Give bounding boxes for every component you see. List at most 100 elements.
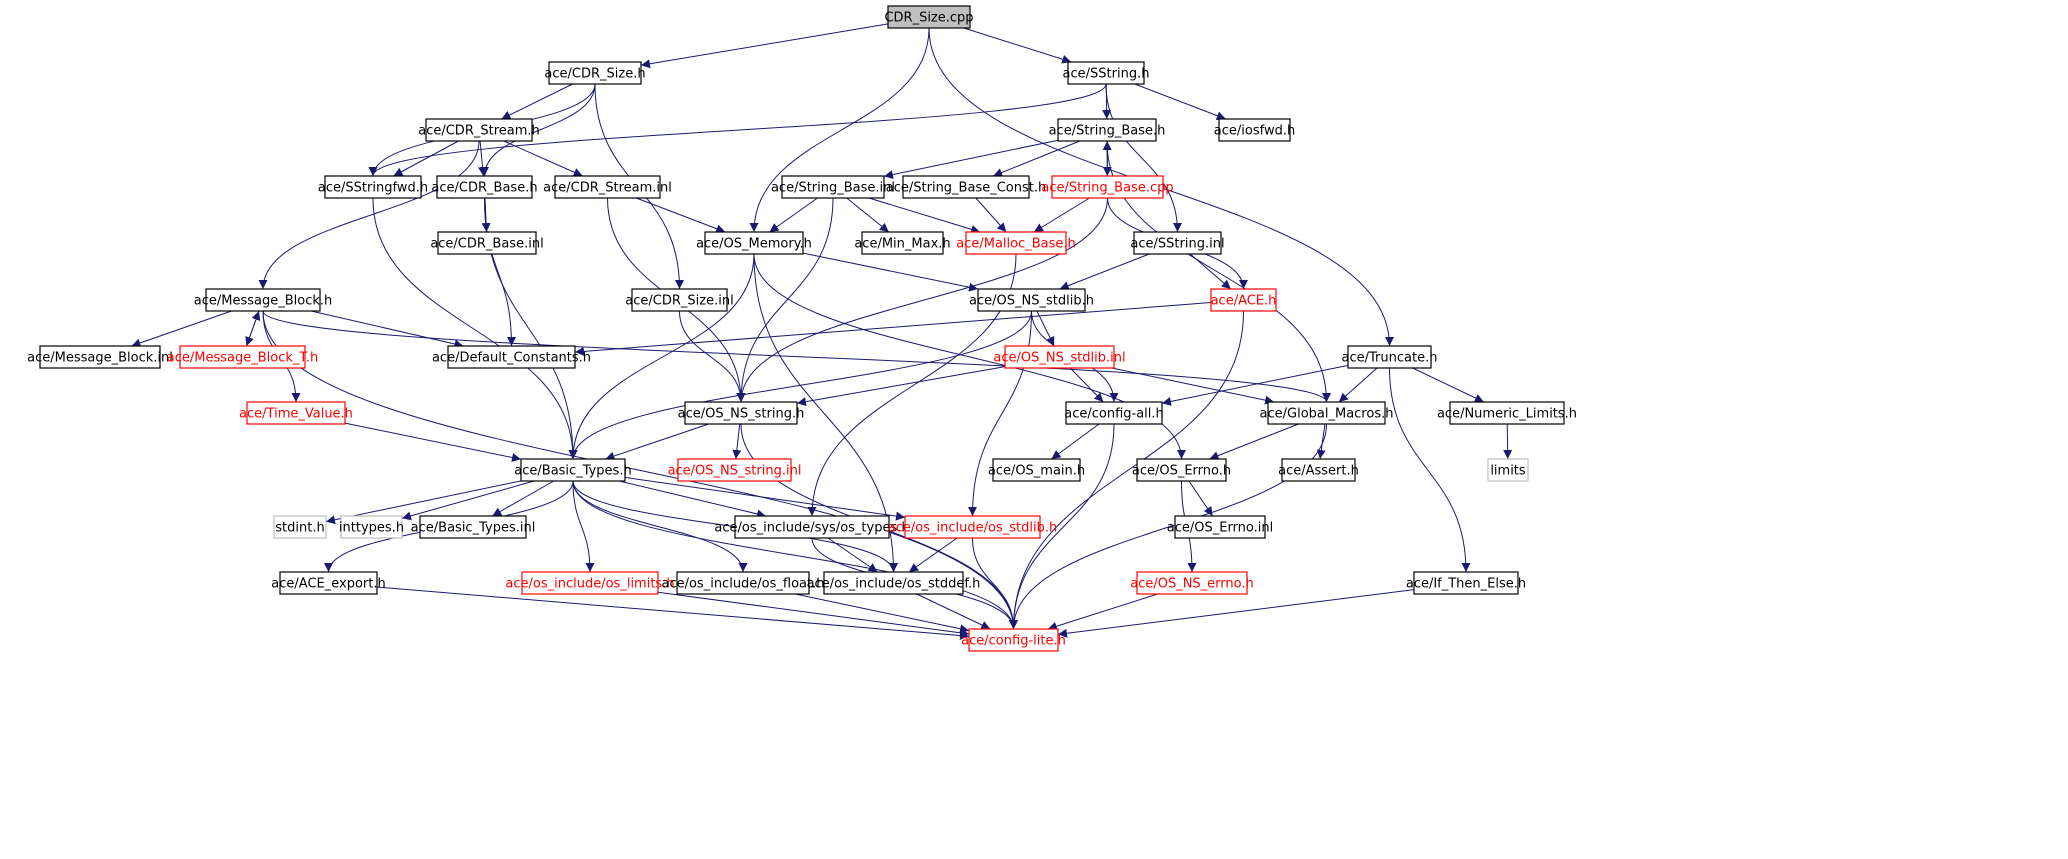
node-label: ace/OS_NS_stdlib.h (969, 294, 1094, 309)
node-box (631, 288, 728, 312)
edge-basic_types_h-to-basic_types_inl (492, 480, 554, 517)
node-os-ns-errno-h[interactable]: ace/OS_NS_errno.h (1130, 571, 1254, 595)
node-malloc-base-h[interactable]: ace/Malloc_Base.h (956, 231, 1076, 255)
node-string-base-const-h[interactable]: ace/String_Base_Const.h (886, 175, 1046, 199)
node-ace-export-h[interactable]: ace/ACE_export.h (271, 571, 386, 595)
node-os-stdlib-h[interactable]: ace/os_include/os_stdlib.h (888, 515, 1057, 539)
edge-sstring_inl-to-os_ns_stdlib_h (1059, 253, 1150, 290)
node-os-stddef-h[interactable]: ace/os_include/os_stddef.h (807, 571, 981, 595)
node-string-base-inl[interactable]: ace/String_Base.inl (771, 175, 895, 199)
node-truncate-h[interactable]: ace/Truncate.h (1342, 345, 1438, 369)
node-os-ns-string-h[interactable]: ace/OS_NS_string.h (678, 401, 805, 425)
node-label: ace/OS_Errno.inl (1167, 521, 1273, 536)
node-time-value-h[interactable]: ace/Time_Value.h (239, 401, 353, 425)
node-label: ace/os_include/os_stdlib.h (888, 521, 1057, 536)
node-numeric-limits-h[interactable]: ace/Numeric_Limits.h (1437, 401, 1577, 425)
node-os-limits-h[interactable]: ace/os_include/os_limits.h (505, 571, 675, 595)
node-box (205, 288, 321, 312)
node-label: ace/Basic_Types.inl (411, 521, 536, 536)
node-label: ace/Time_Value.h (239, 407, 353, 422)
node-min-max-h[interactable]: ace/Min_Max.h (854, 231, 951, 255)
edge-os_ns_stdlib_h-to-basic_types_h (568, 310, 1032, 460)
node-box (1065, 401, 1163, 425)
node-sys-os-types-h[interactable]: ace/os_include/sys/os_types.h (714, 515, 910, 539)
node-cdr-size-inl[interactable]: ace/CDR_Size.inl (625, 288, 734, 312)
node-box (1174, 515, 1266, 539)
node-sstring-inl[interactable]: ace/SString.inl (1130, 231, 1225, 255)
node-cdr-size-cpp[interactable]: CDR_Size.cpp (884, 5, 974, 29)
node-box (436, 175, 533, 199)
node-os-ns-string-inl[interactable]: ace/OS_NS_string.inl (668, 458, 802, 482)
edge-string_base_inl-to-os_ns_string_h (736, 197, 834, 403)
node-box (520, 458, 626, 482)
node-ace-h[interactable]: ace/ACE.h (1210, 288, 1277, 312)
edge-truncate_h-to-global_macros_h (1338, 367, 1378, 403)
node-config-all-h[interactable]: ace/config-all.h (1064, 401, 1164, 425)
node-label: ace/OS_Errno.h (1132, 464, 1231, 479)
node-global-macros-h[interactable]: ace/Global_Macros.h (1260, 401, 1394, 425)
node-box (1133, 231, 1222, 255)
node-default-constants-h[interactable]: ace/Default_Constants.h (432, 345, 591, 369)
node-string-base-h[interactable]: ace/String_Base.h (1049, 118, 1166, 142)
node-os-ns-stdlib-h[interactable]: ace/OS_NS_stdlib.h (969, 288, 1094, 312)
node-label: ace/Basic_Types.h (514, 464, 631, 479)
node-os-float-h[interactable]: ace/os_include/os_float.h (661, 571, 825, 595)
node-box (1051, 175, 1164, 199)
edge-string_base_cpp-to-malloc_base_h (1033, 197, 1090, 233)
node-cdr-base-h[interactable]: ace/CDR_Base.h (431, 175, 538, 199)
node-assert-h[interactable]: ace/Assert.h (1278, 458, 1359, 482)
node-sstringfwd-h[interactable]: ace/SStringfwd.h (318, 175, 428, 199)
node-box (554, 175, 661, 199)
node-message-block-t-h[interactable]: ace/Message_Block_T.h (167, 345, 318, 369)
edge-basic_types_h-to-stdint_h (325, 480, 522, 525)
node-os-memory-h[interactable]: ace/OS_Memory.h (696, 231, 812, 255)
edge-string_base_h-to-string_base_const_h (993, 140, 1080, 177)
node-label: ace/If_Then_Else.h (1406, 577, 1526, 592)
node-os-errno-h[interactable]: ace/OS_Errno.h (1132, 458, 1231, 482)
node-message-block-h[interactable]: ace/Message_Block.h (194, 288, 333, 312)
edge-string_base_inl-to-malloc_base_h (868, 197, 981, 234)
node-os-errno-inl[interactable]: ace/OS_Errno.inl (1167, 515, 1273, 539)
node-config-lite-h[interactable]: ace/config-lite.h (961, 628, 1066, 652)
edge-cdr_stream_inl-to-os_memory_h (636, 197, 726, 233)
edge-cdr_size_h-to-cdr_stream_h (501, 83, 573, 120)
edge-string_base_const_h-to-malloc_base_h (975, 197, 1007, 233)
node-stdint-h[interactable]: stdint.h (273, 515, 327, 539)
node-label: ace/config-lite.h (961, 634, 1066, 649)
node-label: ace/Assert.h (1278, 464, 1359, 479)
edge-sstring_h-to-sstringfwd_h (368, 83, 1107, 177)
edge-string_base_h-to-string_base_inl (883, 139, 1059, 179)
edge-message_block_t_h-to-message_block_h (246, 310, 261, 347)
node-cdr-stream-inl[interactable]: ace/CDR_Stream.inl (543, 175, 672, 199)
edge-sstring_h-to-iosfwd_h (1134, 83, 1226, 120)
node-string-base-cpp[interactable]: ace/String_Base.cpp (1041, 175, 1174, 199)
edge-sstring_inl-to-ace_h (1189, 253, 1232, 290)
node-label: ace/CDR_Base.inl (430, 237, 543, 252)
node-label: ace/OS_NS_stdlib.inl (993, 351, 1125, 366)
node-message-block-inl[interactable]: ace/Message_Block.inl (27, 345, 173, 369)
node-label: ace/CDR_Stream.h (418, 124, 540, 139)
node-box (861, 231, 944, 255)
node-sstring-h[interactable]: ace/SString.h (1063, 61, 1150, 85)
node-os-main-h[interactable]: ace/OS_main.h (988, 458, 1085, 482)
node-os-ns-stdlib-inl[interactable]: ace/OS_NS_stdlib.inl (993, 345, 1126, 369)
node-cdr-size-h[interactable]: ace/CDR_Size.h (544, 61, 646, 85)
node-cdr-base-inl[interactable]: ace/CDR_Base.inl (430, 231, 544, 255)
node-cdr-stream-h[interactable]: ace/CDR_Stream.h (418, 118, 540, 142)
node-label: ace/SString.inl (1130, 237, 1224, 252)
edge-message_block_h-to-config_lite_h (262, 310, 1018, 630)
node-basic-types-h[interactable]: ace/Basic_Types.h (514, 458, 632, 482)
edge-cdr_size_cpp-to-cdr_size_h (640, 23, 889, 69)
edge-basic_types_h-to-os_stdlib_h (624, 476, 906, 521)
node-label: inttypes.h (339, 521, 404, 536)
node-inttypes-h[interactable]: inttypes.h (339, 515, 404, 539)
node-box (1347, 345, 1432, 369)
node-limits[interactable]: limits (1487, 458, 1529, 482)
node-if-then-else-h[interactable]: ace/If_Then_Else.h (1406, 571, 1526, 595)
edge-cdr_base_h-to-default_constants_h (484, 197, 516, 347)
node-box (1267, 401, 1386, 425)
node-box (1210, 288, 1277, 312)
node-basic-types-inl[interactable]: ace/Basic_Types.inl (411, 515, 536, 539)
edge-os_ns_string_h-to-basic_types_h (605, 423, 709, 461)
node-iosfwd-h[interactable]: ace/iosfwd.h (1214, 118, 1295, 142)
